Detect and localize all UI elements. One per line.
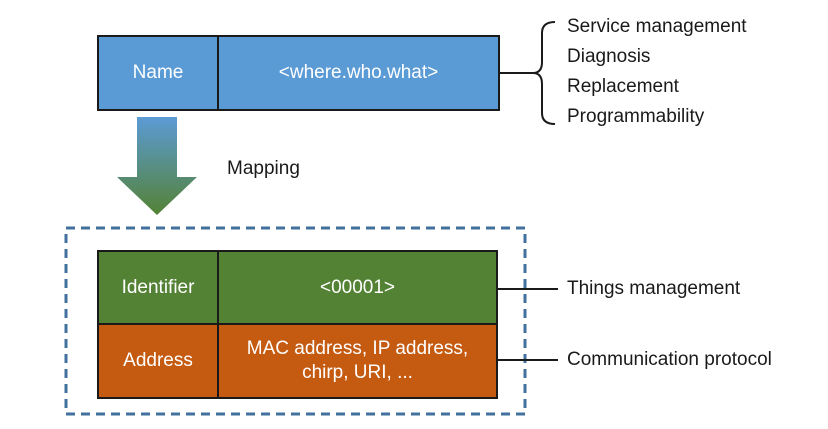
identifier-value: <00001> xyxy=(319,276,396,298)
address-value-line-2: chirp, URI, ... xyxy=(302,362,413,383)
identifier-label-cell: Identifier xyxy=(97,250,219,325)
mapping-label: Mapping xyxy=(227,158,300,179)
function-programmability: Programmability xyxy=(567,106,705,127)
function-diagnosis: Diagnosis xyxy=(567,46,651,67)
dashed-enclosure xyxy=(64,226,527,416)
name-label-cell: Name xyxy=(97,35,219,111)
function-replacement: Replacement xyxy=(567,76,679,97)
identifier-value-cell: <00001> xyxy=(217,250,498,325)
address-label: Address xyxy=(123,350,193,372)
address-value-line-1: MAC address, IP address, xyxy=(246,338,469,360)
things-management-label: Things management xyxy=(567,278,741,299)
name-value-cell: <where.who.what> xyxy=(217,35,500,111)
function-brace xyxy=(532,21,556,125)
address-label-cell: Address xyxy=(97,323,219,399)
name-value: <where.who.what> xyxy=(278,62,439,84)
identifier-label: Identifier xyxy=(121,276,195,298)
function-service-management: Service management xyxy=(567,16,747,37)
communication-protocol-label: Communication protocol xyxy=(567,349,772,370)
name-label: Name xyxy=(132,62,184,84)
mapping-arrow xyxy=(117,117,197,215)
address-value-cell: MAC address, IP address, chirp, URI, ... xyxy=(217,323,498,399)
